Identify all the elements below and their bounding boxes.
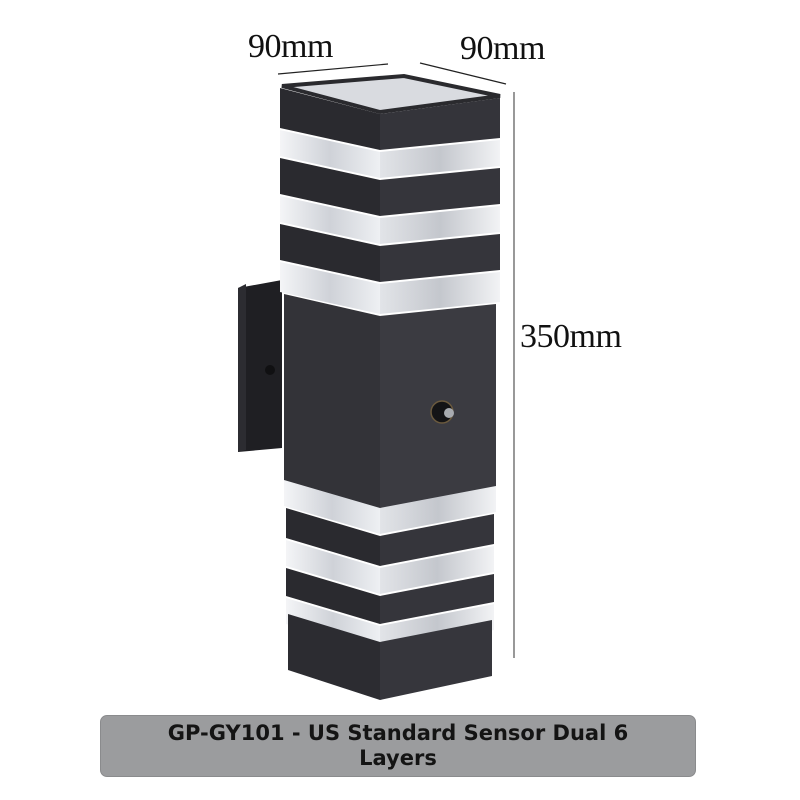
upper-light-layers [280,130,500,314]
product-caption-text: GP-GY101 - US Standard Sensor Dual 6 Lay… [167,721,629,770]
product-caption: GP-GY101 - US Standard Sensor Dual 6 Lay… [100,715,696,777]
lamp-bottom-cap [288,614,492,700]
wall-mount-plate [238,280,282,452]
dimension-height-label: 350mm [520,318,622,355]
dimension-depth-label: 90mm [460,30,545,67]
dimension-lines [277,62,515,658]
lamp-top-cap [280,73,501,150]
photocell-sensor-icon [430,400,454,424]
lamp-main-body [284,294,496,518]
dimension-width-label: 90mm [248,28,333,65]
lower-light-layers [284,480,496,652]
